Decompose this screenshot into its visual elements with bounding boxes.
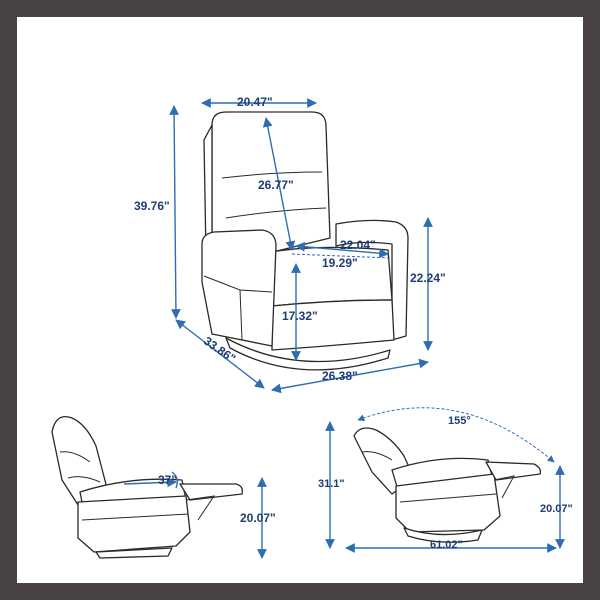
recline-backrest xyxy=(51,415,109,509)
swivel-footrest xyxy=(485,461,542,481)
label-total-height: 39.76" xyxy=(134,199,170,213)
label-back-height: 26.77" xyxy=(258,178,294,192)
swivel-dimension-labels: 155° 31.1" 20.07" 61.02" xyxy=(318,415,573,551)
swivel-base xyxy=(403,527,483,543)
label-seat-width: 19.29" xyxy=(322,256,358,270)
label-recline-footrest-height: 20.07" xyxy=(240,511,276,525)
swivel-chair-illustration xyxy=(353,427,542,543)
recline-dimensions xyxy=(123,471,267,559)
recline-body xyxy=(77,495,191,553)
label-width: 26.38" xyxy=(322,369,358,383)
label-swivel-footrest-height: 20.07" xyxy=(540,503,573,515)
label-seat-depth: 22.04" xyxy=(340,238,376,252)
label-seat-height: 17.32" xyxy=(282,309,318,323)
recline-footrest xyxy=(179,483,244,501)
recline-base xyxy=(95,547,173,559)
main-chair-illustration xyxy=(201,111,409,371)
label-arm-height: 22.24" xyxy=(410,271,446,285)
swivel-dimensions xyxy=(325,407,565,553)
main-dimensions xyxy=(169,98,433,394)
label-recline-angle: 37" xyxy=(158,473,177,487)
recline-chair-illustration xyxy=(51,415,244,559)
label-extended-length: 61.02" xyxy=(430,539,463,551)
label-swivel-height: 31.1" xyxy=(318,478,345,490)
main-front-panel xyxy=(271,299,395,351)
label-top-width: 20.47" xyxy=(237,95,273,109)
label-swivel-angle: 155° xyxy=(448,415,471,427)
recline-dimension-labels: 37" 20.07" xyxy=(158,473,276,525)
main-left-armrest xyxy=(201,229,277,347)
